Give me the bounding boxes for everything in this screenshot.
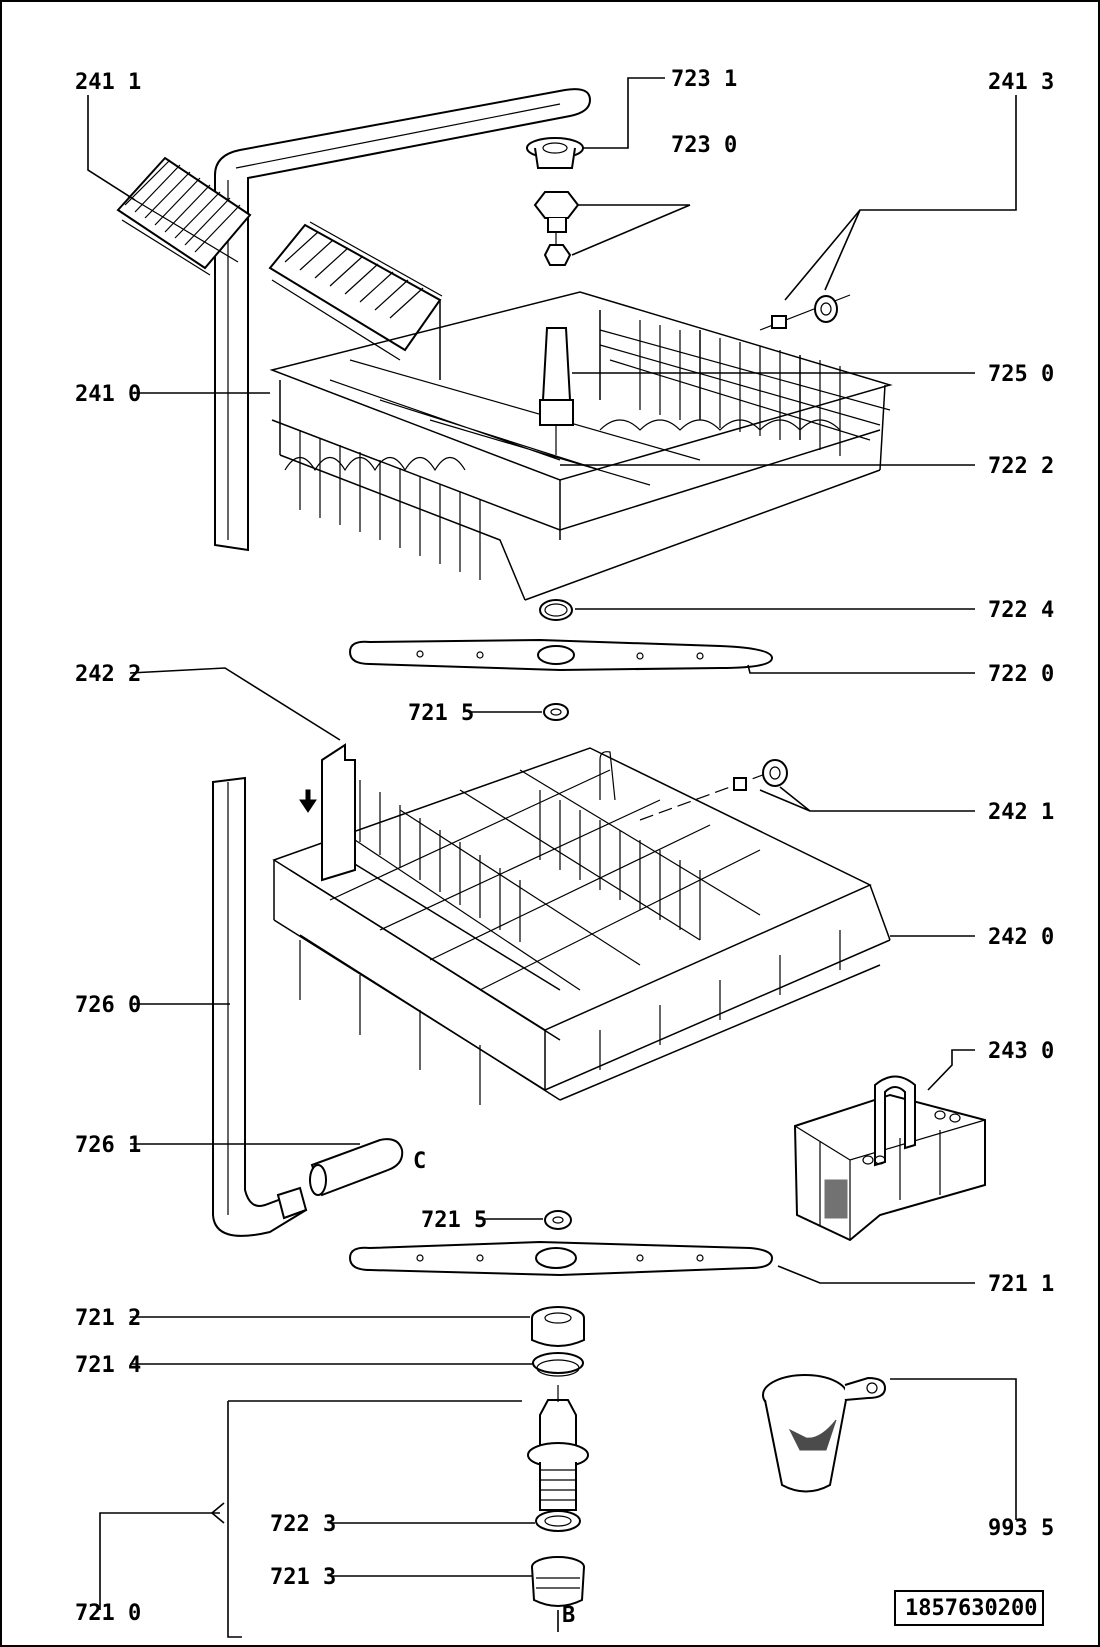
callout-7222: 722 2: [988, 454, 1054, 479]
callout-7231: 723 1: [671, 67, 737, 92]
drawing-number-box: [894, 1590, 1044, 1626]
callout-7215-lower: 721 5: [421, 1208, 487, 1233]
lower-spray-arm-7211: [348, 1240, 774, 1277]
callout-c: C: [413, 1149, 426, 1174]
callout-2411: 241 1: [75, 70, 141, 95]
drawing-number: 1857630200: [905, 1596, 1037, 1621]
callout-7213: 721 3: [270, 1565, 336, 1590]
tube-7250: [539, 327, 574, 455]
divider-2422: [299, 743, 356, 882]
callout-7212: 721 2: [75, 1306, 141, 1331]
callout-7261: 726 1: [75, 1133, 141, 1158]
nut-7215-upper: [543, 703, 569, 721]
nut-7215-lower: [544, 1210, 572, 1230]
callout-2410: 241 0: [75, 382, 141, 407]
callout-9935: 993 5: [988, 1516, 1054, 1541]
upper-spray-arm-7220: [348, 638, 774, 672]
callout-7223: 722 3: [270, 1512, 336, 1537]
callout-b: B: [562, 1603, 575, 1628]
funnel-9935: [762, 1374, 887, 1493]
pipe-sleeve-7261: [276, 1138, 404, 1220]
cup-shelf-right: [268, 221, 443, 361]
cup-shelf-left: [116, 156, 252, 276]
wheel-2421: [639, 759, 791, 821]
lower-supply-pipe: [212, 776, 308, 1237]
nut-7230: [533, 191, 580, 266]
callout-7215-upper: 721 5: [408, 701, 474, 726]
callout-2413: 241 3: [988, 70, 1054, 95]
callout-7224: 722 4: [988, 598, 1054, 623]
leader-lines: [87, 77, 1017, 1638]
lower-basket: [272, 747, 891, 1105]
callout-7230: 723 0: [671, 133, 737, 158]
callout-2421: 242 1: [988, 800, 1054, 825]
seal-7223: [535, 1510, 581, 1532]
callout-7210: 721 0: [75, 1601, 141, 1626]
callout-7260: 726 0: [75, 993, 141, 1018]
spray-hub-7210: [527, 1385, 589, 1511]
callout-2420: 242 0: [988, 925, 1054, 950]
callout-2422: 242 2: [75, 662, 141, 687]
callout-7220: 722 0: [988, 662, 1054, 687]
ring-7212: [531, 1306, 585, 1347]
callout-7214: 721 4: [75, 1353, 141, 1378]
seal-7214: [532, 1352, 584, 1377]
nut-7213: [531, 1556, 585, 1607]
callout-7211: 721 1: [988, 1272, 1054, 1297]
wheels-2413: [759, 294, 851, 331]
callout-7250: 725 0: [988, 362, 1054, 387]
nozzle-assembly-7231: [526, 137, 584, 169]
cutlery-basket-2430: [793, 1075, 986, 1242]
callout-2430: 243 0: [988, 1039, 1054, 1064]
ring-7224: [539, 599, 573, 621]
